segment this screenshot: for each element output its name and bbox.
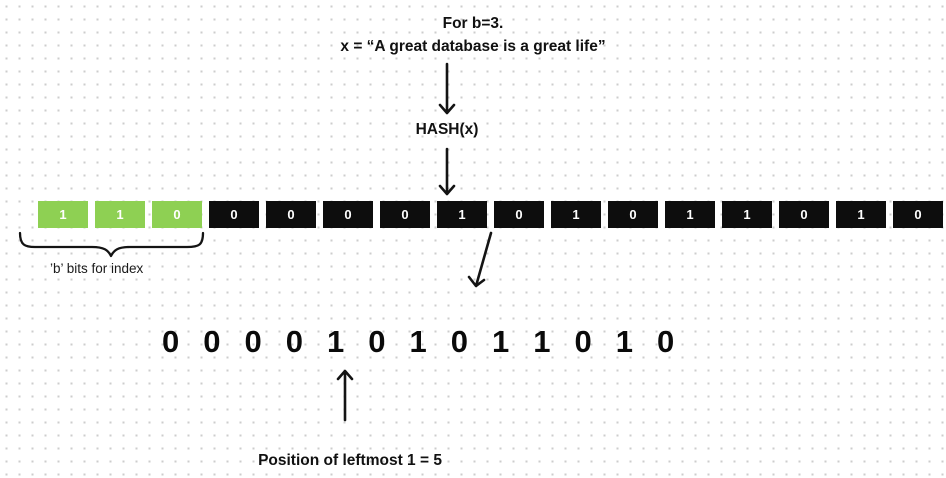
leftmost-one-caption: Position of leftmost 1 = 5 [258,452,442,469]
bit-cell: 0 [494,201,544,228]
index-bit-cell: 1 [38,201,88,228]
diagonal-arrow-icon [467,231,493,288]
remaining-bit-digit: 0 [244,324,262,359]
remaining-bit-digit: 1 [409,324,427,359]
bit-cell: 1 [722,201,772,228]
bit-cell: 1 [551,201,601,228]
bit-cell: 1 [836,201,886,228]
remaining-bit-digit: 0 [203,324,221,359]
title-line-1: For b=3. [442,15,504,32]
remaining-bit-digit: 0 [368,324,386,359]
title-block: For b=3. x = “A great database is a grea… [0,12,946,58]
title-line-2: x = “A great database is a great life” [340,38,606,55]
remaining-bit-digit: 0 [450,324,468,359]
index-bits-label: ’b’ bits for index [50,261,144,276]
remaining-bit-digit: 1 [615,324,633,359]
up-arrow-leftmost-one-icon [336,369,354,422]
bit-cell: 0 [893,201,943,228]
bit-cell: 1 [665,201,715,228]
index-bit-cell: 0 [152,201,202,228]
remaining-bit-digit: 0 [162,324,180,359]
remaining-bit-digit: 0 [657,324,675,359]
bit-cell: 0 [608,201,658,228]
down-arrow-to-hash-icon [438,62,456,115]
hash-function-label: HASH(x) [415,121,479,138]
index-bit-cell: 1 [95,201,145,228]
down-arrow-to-bits-icon [438,147,456,196]
remaining-bit-digit: 1 [533,324,551,359]
remaining-bit-digit: 1 [492,324,510,359]
bit-cell: 1 [437,201,487,228]
remaining-bit-digit: 0 [574,324,592,359]
remaining-bit-digit: 0 [285,324,303,359]
bit-cell: 0 [209,201,259,228]
bit-cell: 0 [779,201,829,228]
bit-cell: 0 [266,201,316,228]
remaining-bit-digit: 1 [327,324,345,359]
bit-cell: 0 [323,201,373,228]
underbrace-icon [18,231,205,258]
bit-cell: 0 [380,201,430,228]
